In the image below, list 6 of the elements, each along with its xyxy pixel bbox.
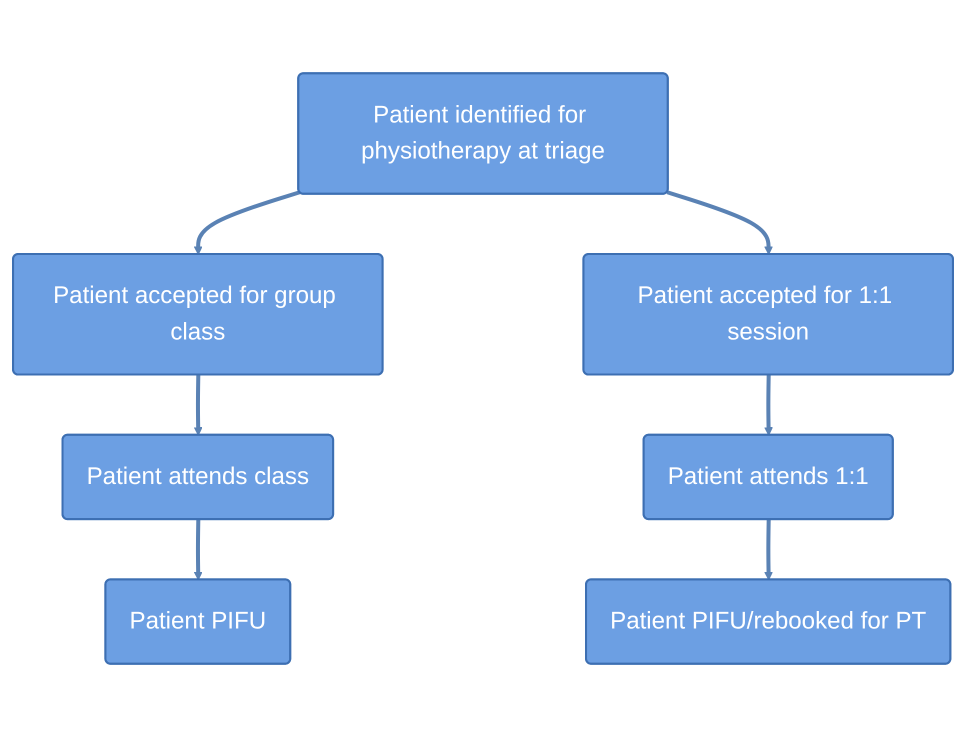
- arrow: [194, 190, 300, 255]
- arrow: [764, 375, 773, 436]
- arrow: [764, 520, 773, 580]
- arrow: [194, 375, 203, 436]
- arrow: [194, 520, 203, 580]
- arrow: [666, 190, 773, 255]
